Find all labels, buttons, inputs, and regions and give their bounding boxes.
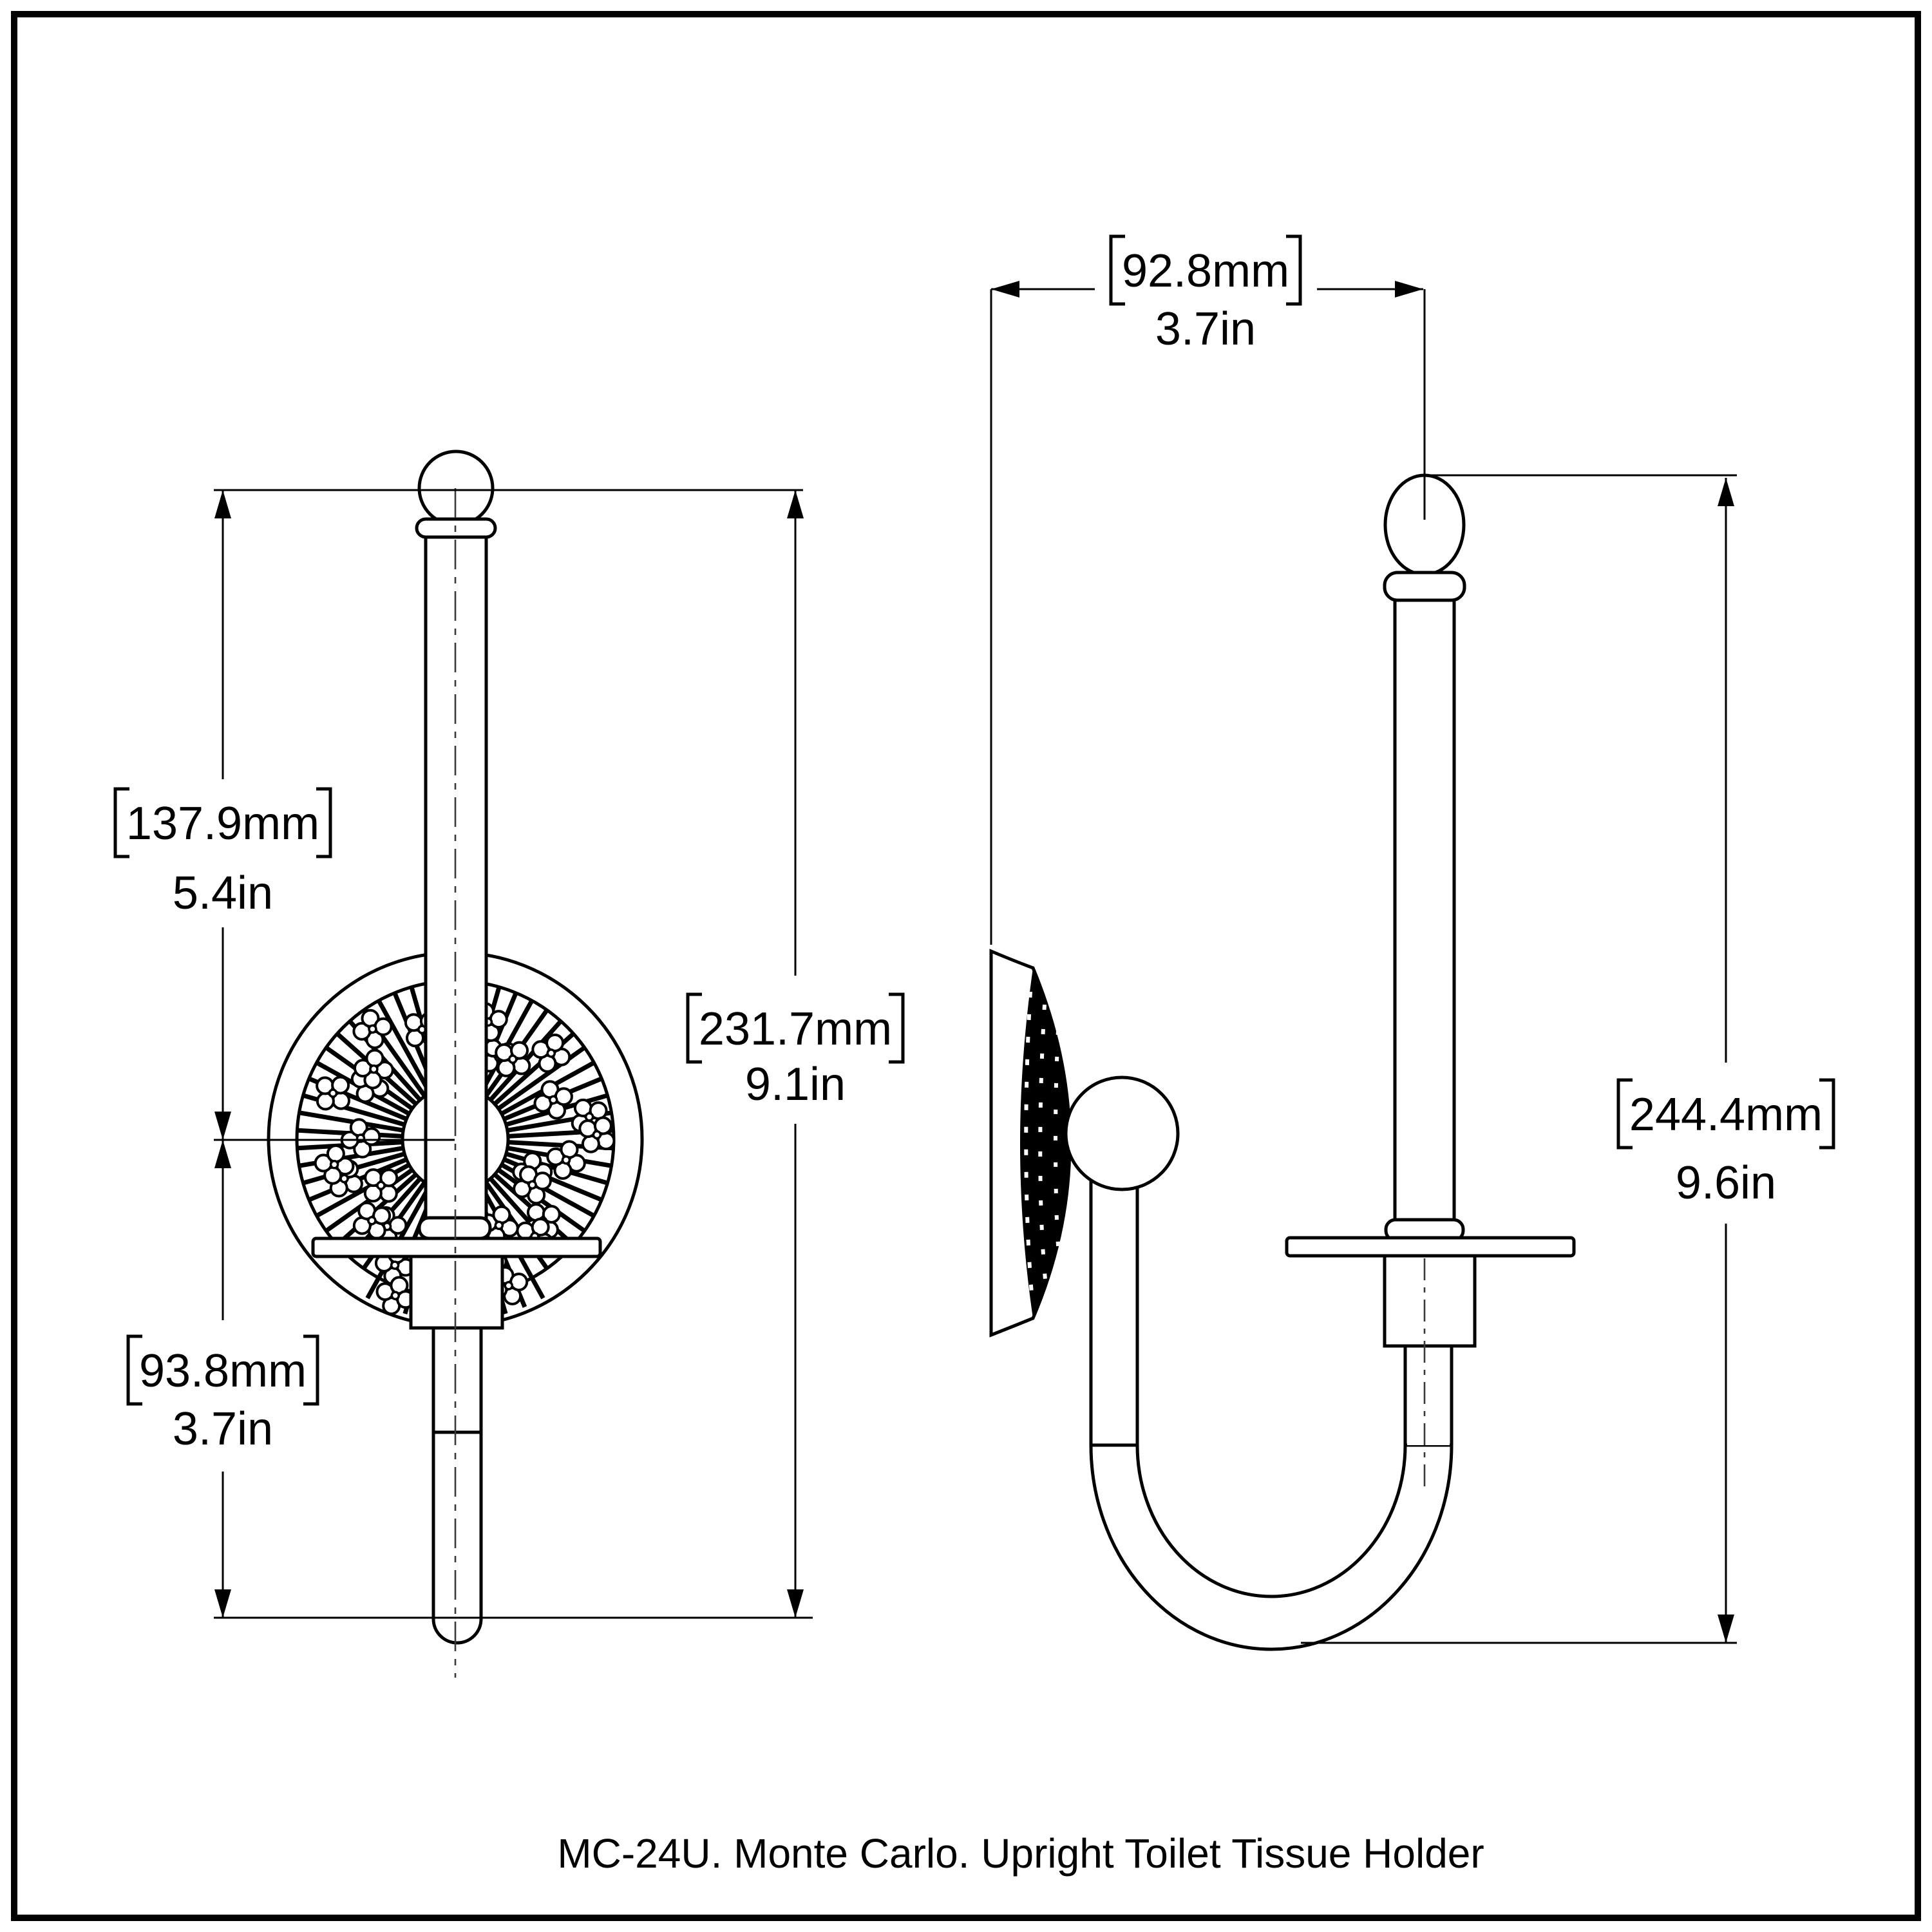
arrow-up	[1718, 478, 1734, 506]
filigree-flower	[546, 1140, 586, 1180]
filigree-flower	[314, 1144, 355, 1185]
filigree-flower	[352, 1009, 393, 1049]
arrow-down	[214, 1112, 231, 1140]
side-mount-ball	[1064, 1075, 1180, 1191]
dim-mm-value: 231.7mm	[699, 1003, 892, 1055]
filigree-flower	[578, 1116, 616, 1153]
bracket-right	[1819, 1078, 1835, 1150]
filigree-flower	[363, 1168, 399, 1203]
dim-in-value: 3.7in	[173, 1403, 273, 1455]
arrow-down	[787, 1589, 804, 1618]
filigree-flower	[533, 1080, 573, 1120]
arrow-right	[1395, 281, 1423, 298]
bracket-left	[126, 1334, 142, 1406]
rosette-spoke	[377, 1000, 431, 1094]
dim-front-top-to-center: 137.9mm 5.4in	[113, 490, 332, 1140]
dim-side-overall-height: 244.4mm 9.6in	[1616, 478, 1835, 1643]
bracket-right	[316, 787, 332, 858]
bracket-right	[1286, 234, 1302, 306]
filigree-flower	[513, 1165, 552, 1205]
dim-mm-value: 93.8mm	[139, 1345, 307, 1397]
side-spindle	[1393, 598, 1456, 1222]
bracket-right	[889, 992, 905, 1064]
bracket-right	[303, 1334, 319, 1406]
sheet-border	[11, 11, 1921, 1921]
dim-side-wall-projection: 92.8mm 3.7in	[991, 234, 1423, 355]
dim-front-center-to-bottom: 93.8mm 3.7in	[126, 1140, 319, 1618]
side-arm-u-bend	[1089, 1443, 1454, 1651]
filigree-flower	[354, 1048, 394, 1090]
filigree-flower	[531, 1033, 571, 1073]
arrow-up	[787, 490, 804, 518]
side-roll-rest-flange	[1285, 1236, 1576, 1258]
front-view	[267, 450, 644, 1678]
side-view	[989, 473, 1576, 1651]
filigree-flower	[495, 1041, 531, 1077]
dim-front-overall-height: 231.7mm 9.1in	[686, 490, 905, 1618]
dim-in-value: 3.7in	[1155, 303, 1256, 355]
side-plate-filigree	[1020, 968, 1070, 1318]
front-mount-collar	[409, 1255, 504, 1330]
dim-mm-value: 244.4mm	[1629, 1089, 1823, 1141]
dim-mm-value: 92.8mm	[1122, 245, 1289, 297]
dim-in-value: 5.4in	[173, 867, 273, 919]
front-roll-rest-flange	[311, 1236, 602, 1258]
rosette-spoke	[299, 1110, 402, 1133]
side-arm-right-leg-fill	[1407, 1346, 1450, 1445]
dim-in-value: 9.6in	[1676, 1157, 1776, 1209]
arrow-up	[214, 490, 231, 518]
bracket-left	[113, 787, 129, 858]
bracket-left	[1616, 1078, 1633, 1150]
filigree-flower	[352, 1201, 392, 1240]
dimensions: 137.9mm 5.4in 93.8mm 3.7in 231.7mm 9.1in	[113, 234, 1835, 1644]
dim-in-value: 9.1in	[745, 1059, 846, 1110]
bracket-left	[1109, 234, 1125, 306]
dim-mm-value: 137.9mm	[126, 798, 319, 849]
arrow-up	[214, 1140, 231, 1168]
front-lower-stem	[431, 1326, 483, 1645]
side-arm-left-leg-fill	[1093, 1159, 1135, 1445]
bracket-left	[686, 992, 702, 1064]
filigree-speckles	[1038, 1004, 1048, 1295]
drawing-caption: MC-24U. Monte Carlo. Upright Toilet Tiss…	[557, 1830, 1484, 1877]
side-finial-collar	[1383, 571, 1466, 602]
side-mount-collar	[1383, 1254, 1477, 1348]
arrow-left	[991, 281, 1019, 298]
arrow-down	[214, 1589, 231, 1618]
filigree-flower	[316, 1075, 350, 1111]
filigree-flower	[375, 1276, 415, 1316]
arrow-down	[1718, 1615, 1734, 1643]
